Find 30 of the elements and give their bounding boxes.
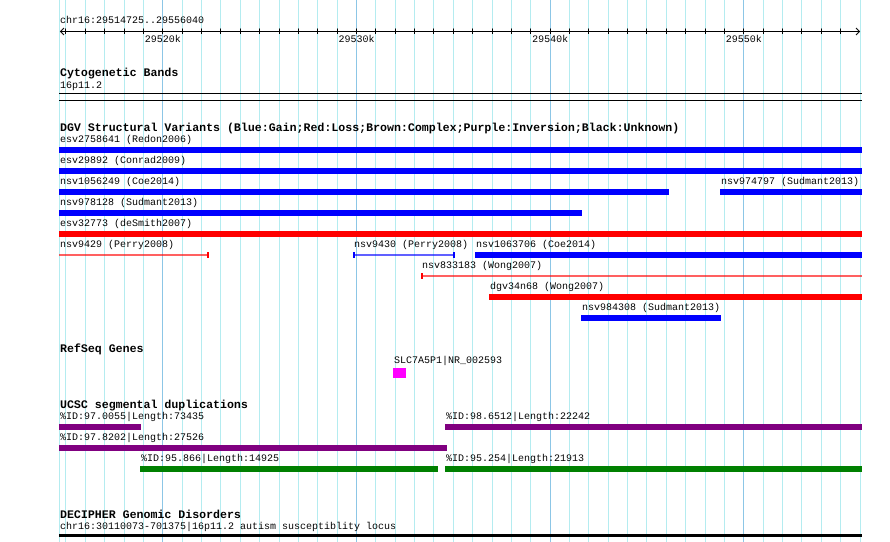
variant-label: nsv974797 (Sudmant2013) [720, 176, 860, 188]
disorder-label: chr16:30110073-701375|16p11.2 autism susceptiblity locus [59, 522, 398, 532]
tick-label: 29540k [532, 34, 568, 46]
variant-label: nsv9429 (Perry2008) [59, 240, 176, 250]
track-title: DGV Structural Variants (Blue:Gain;Red:Loss;Brown:Complex;Purple:Inversion;Black:Unknown) [60, 122, 680, 134]
duplication-label: %ID:97.0055|Length:73435 [59, 412, 204, 422]
duplication-label: %ID:97.8202|Length:27526 [59, 432, 206, 444]
variant-label: esv29892 (Conrad2009) [59, 156, 188, 166]
track-title: Cytogenetic Bands [60, 66, 178, 80]
variant-label: nsv833183 (Wong2007) [421, 260, 544, 272]
duplication-label: %ID:95.254|Length:21913 [445, 454, 586, 464]
coordinate-label: chr16:29514725..29556040 [60, 16, 204, 26]
tick-label: 29520k [144, 34, 181, 46]
variant-label: nsv1056249 (Coe2014) [59, 176, 182, 188]
duplication-label: %ID:95.866|Length:14925 [140, 454, 280, 464]
gene-label: SLC7A5P1|NR_002593 [393, 356, 502, 366]
track-title: RefSeq Genes [60, 342, 144, 356]
tick-label: 29550k [726, 34, 762, 46]
duplication-label: %ID:98.6512|Length:22242 [445, 412, 592, 422]
variant-label: esv32773 (deSmith2007) [59, 218, 194, 230]
variant-label: dgv34n68 (Wong2007) [489, 282, 606, 292]
variant-label: nsv9430 (Perry2008) [353, 240, 468, 250]
track-title: UCSC segmental duplications [60, 398, 248, 412]
variant-label: nsv984308 (Sudmant2013) [581, 302, 721, 314]
track-title: DECIPHER Genomic Disorders [60, 508, 241, 522]
variant-label: esv2758641 (Redon2006) [59, 134, 194, 146]
variant-label: nsv1063706 (Coe2014) [475, 240, 598, 250]
band-label: 16p11.2 [59, 80, 104, 92]
variant-label: nsv978128 (Sudmant2013) [59, 198, 200, 208]
tick-label: 29530k [338, 34, 374, 46]
